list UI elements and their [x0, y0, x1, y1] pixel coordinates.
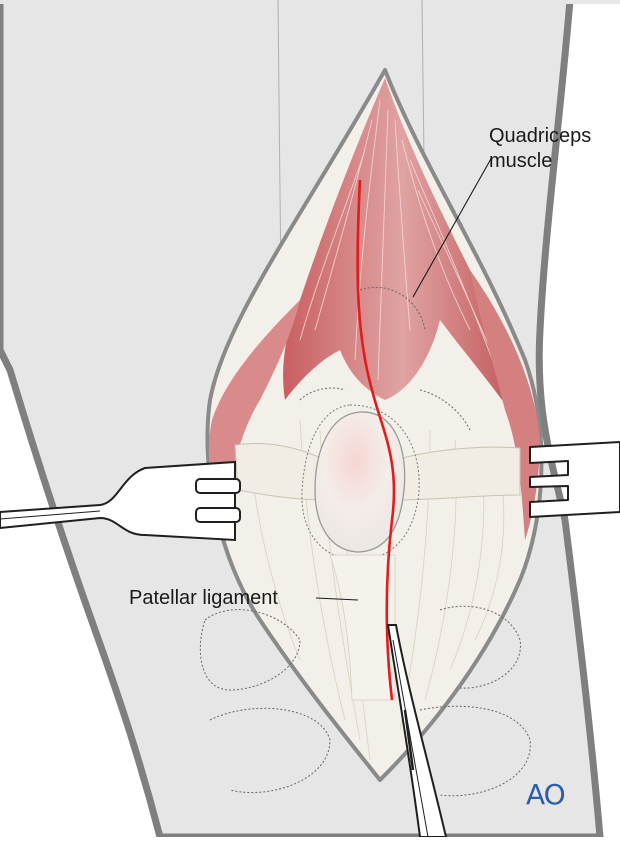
patella	[314, 411, 406, 553]
patellar-ligament	[329, 554, 396, 701]
quadriceps-label-line-2: muscle	[489, 150, 553, 172]
patellar-ligament-label: Patellar ligament	[129, 587, 278, 609]
left-retractor	[0, 460, 241, 542]
vastus-rim-left	[208, 300, 300, 540]
quadriceps-label-line-1: Quadriceps	[489, 125, 592, 147]
retinaculum-right	[394, 446, 521, 501]
right-retractor	[529, 441, 620, 518]
bone-outlines	[199, 286, 531, 797]
quadriceps-muscle	[283, 78, 522, 430]
ao-logo: AO	[526, 778, 566, 811]
quadriceps-leader-line	[412, 156, 493, 298]
patellar-leader-line	[315, 597, 359, 601]
quadriceps-muscle-label: Quadriceps muscle	[489, 124, 591, 174]
incision-line	[356, 179, 396, 701]
vastus-rim-right	[470, 270, 540, 540]
